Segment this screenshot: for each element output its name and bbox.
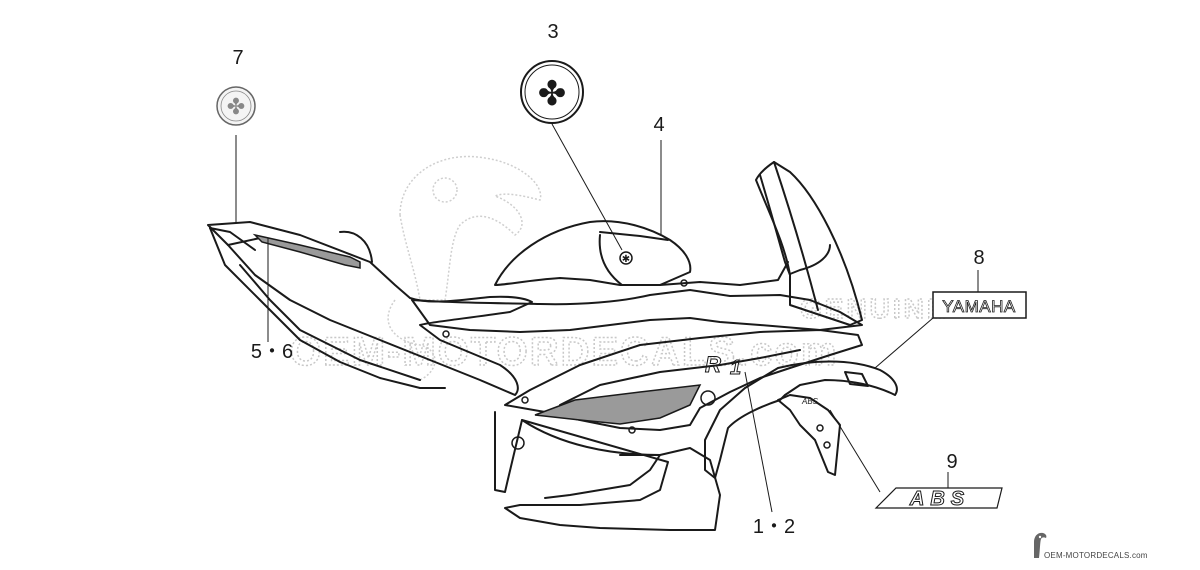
fender-abs-icon: ABS [801,397,819,406]
callout-7: 7 [232,47,243,69]
tuning-fork-emblem-small-icon: ✤ [227,94,245,119]
side-decal-r-icon: R [705,352,721,377]
footer-logo [1034,532,1047,558]
callouts: 7 3 4 5・6 8 9 1・2 [232,21,984,538]
footer-bird-icon [1034,532,1047,558]
abs-decal: ABS [874,487,1003,511]
tank-emblem-icon: ✱ [622,254,630,265]
footer-site-text: OEM-MOTORDECALS.com [1044,551,1148,560]
watermark-bird-icon [387,155,542,381]
watermark-genuine: GENUINE [800,293,949,324]
side-decal-number-icon: 1 [730,357,741,379]
yamaha-decal: YAMAHA [932,291,1027,319]
fairing-drawing: ✱ R 1 ABS [207,161,898,531]
emblem-7: ✤ [216,86,256,126]
tuning-fork-emblem-icon: ✤ [538,75,567,113]
callout-3: 3 [547,21,558,43]
abs-decal-text: ABS [909,488,970,510]
leader-lines [235,123,979,513]
emblem-3: ✤ [520,60,584,124]
yamaha-decal-text: YAMAHA [942,297,1016,316]
callout-1-2: 1・2 [753,516,795,538]
callout-4: 4 [653,114,664,136]
callout-9: 9 [946,451,957,473]
callout-8: 8 [973,247,984,269]
watermark: GENUINE OEM-MOTORDECALS.com [289,155,949,381]
callout-5-6: 5・6 [251,341,293,363]
